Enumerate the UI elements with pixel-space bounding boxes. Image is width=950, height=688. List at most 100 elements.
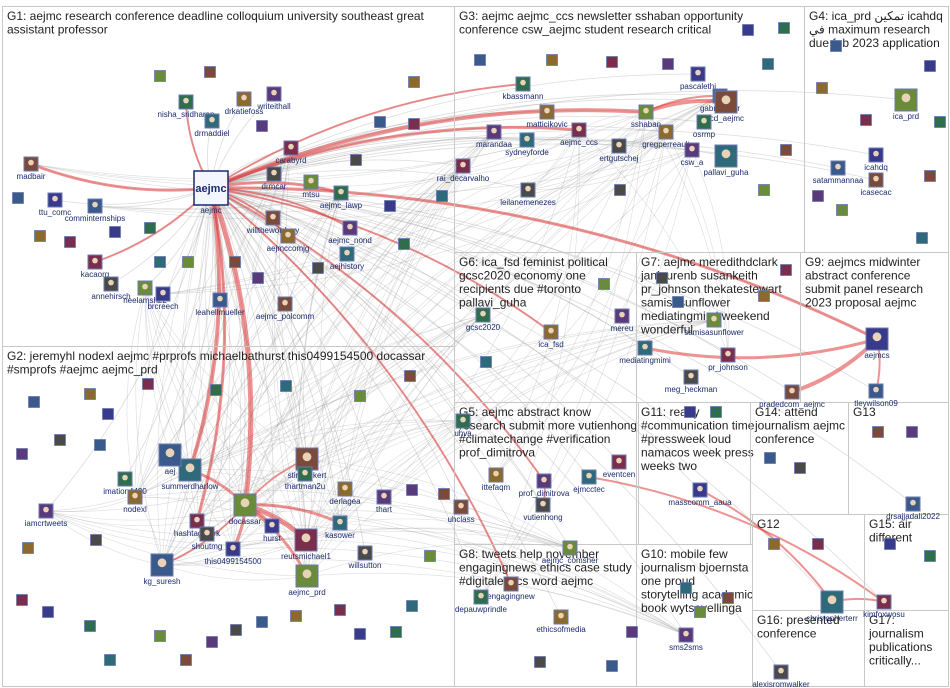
- node-avatar[interactable]: [256, 120, 268, 132]
- node-carabyrd[interactable]: carabyrd: [275, 140, 307, 165]
- node-avatar[interactable]: [350, 154, 362, 166]
- node-avatar[interactable]: [598, 278, 610, 290]
- node-derlagea[interactable]: derlagea: [329, 481, 361, 506]
- node-avatar[interactable]: [768, 538, 780, 550]
- node-hurst[interactable]: hurst: [263, 518, 282, 543]
- node-matticikovic[interactable]: matticikovic: [526, 104, 568, 129]
- node-avatar[interactable]: [758, 290, 770, 302]
- node-christopherterr[interactable]: christopherterr: [806, 590, 858, 623]
- node-thart[interactable]: thart: [376, 489, 393, 514]
- node-prof_dimitrova[interactable]: prof_dimitrova: [519, 473, 570, 498]
- node-avatar[interactable]: [64, 236, 76, 248]
- node-ica_fsd[interactable]: ica_fsd: [538, 324, 564, 349]
- node-avatar[interactable]: [742, 24, 754, 36]
- node-nodexl[interactable]: nodexl: [123, 489, 147, 514]
- node-sshaban[interactable]: sshaban: [631, 104, 661, 129]
- node-pradedcom_aejmc[interactable]: pradedcom_aejmc: [759, 384, 825, 409]
- node-avatar[interactable]: [354, 390, 366, 402]
- node-avatar[interactable]: [534, 656, 546, 668]
- node-avatar[interactable]: [16, 448, 28, 460]
- node-kbassmann[interactable]: kbassmann: [503, 76, 544, 101]
- node-avatar[interactable]: [280, 380, 292, 392]
- node-avatar[interactable]: [934, 116, 946, 128]
- node-uhclass[interactable]: uhclass: [447, 499, 475, 524]
- node-avatar[interactable]: [474, 54, 486, 66]
- node-aejmc_polcomm[interactable]: aejmc_polcomm: [256, 296, 315, 321]
- node-aejmc_comsher[interactable]: aejmc_comsher: [542, 540, 599, 565]
- node-avatar[interactable]: [84, 620, 96, 632]
- node-avatar[interactable]: [230, 624, 242, 636]
- node-avatar[interactable]: [710, 406, 722, 418]
- node-masscomm_aaua[interactable]: masscomm_aaua: [668, 482, 732, 507]
- node-kg_suresh[interactable]: kg_suresh: [144, 553, 181, 586]
- node-leahellmueller[interactable]: leahellmueller: [195, 292, 245, 317]
- node-tleywilson09[interactable]: tleywilson09: [854, 383, 898, 408]
- node-vutienhong[interactable]: vutienhong: [523, 497, 563, 522]
- node-avatar[interactable]: [626, 626, 638, 638]
- node-docassar[interactable]: docassar: [229, 493, 262, 526]
- node-brcreech[interactable]: brcreech: [147, 286, 179, 311]
- node-eventcen[interactable]: eventcen: [603, 454, 635, 479]
- node-avatar[interactable]: [916, 232, 928, 244]
- node-avatar[interactable]: [406, 600, 418, 612]
- node-avatar[interactable]: [109, 226, 121, 238]
- node-summerdharlow[interactable]: summerdharlow: [162, 458, 219, 491]
- node-gcsc2020[interactable]: gcsc2020: [466, 307, 501, 332]
- node-avatar[interactable]: [16, 594, 28, 606]
- node-avatar[interactable]: [764, 452, 776, 464]
- node-sydneyforde[interactable]: sydneyforde: [505, 132, 549, 157]
- node-aejhistory[interactable]: aejhistory: [330, 246, 364, 271]
- node-madbair[interactable]: madbair: [17, 156, 46, 181]
- node-avatar[interactable]: [84, 388, 96, 400]
- node-willthewordguy[interactable]: willthewordguy: [246, 210, 299, 235]
- node-avatar[interactable]: [256, 616, 268, 628]
- node-avatar[interactable]: [252, 272, 264, 284]
- node-avatar[interactable]: [408, 118, 420, 130]
- node-avatar[interactable]: [406, 484, 418, 496]
- node-drmaddiel[interactable]: drmaddiel: [194, 113, 230, 138]
- node-avatar[interactable]: [830, 40, 842, 52]
- node-avatar[interactable]: [102, 408, 114, 420]
- node-avatar[interactable]: [694, 606, 706, 618]
- node-avatar[interactable]: [812, 538, 824, 550]
- node-avatar[interactable]: [390, 626, 402, 638]
- node-avatar[interactable]: [680, 582, 692, 594]
- node-avatar[interactable]: [816, 82, 828, 94]
- node-ertgutschej[interactable]: ertgutschej: [599, 138, 639, 163]
- node-icasecac[interactable]: icasecac: [860, 172, 892, 197]
- node-mtsu[interactable]: mtsu: [302, 174, 320, 199]
- node-icahdq[interactable]: icahdq: [864, 147, 888, 172]
- node-alexisromwalker[interactable]: alexisromwalker: [752, 664, 810, 688]
- node-willsutton[interactable]: willsutton: [348, 545, 382, 570]
- node-avatar[interactable]: [12, 192, 24, 204]
- node-imation4430[interactable]: imation4430: [103, 471, 147, 496]
- node-this0499154500[interactable]: this0499154500: [205, 541, 262, 566]
- node-aejmc_lawp[interactable]: aejmc_lawp: [320, 185, 363, 210]
- node-avatar[interactable]: [154, 70, 166, 82]
- node-avatar[interactable]: [924, 550, 936, 562]
- node-osrmp[interactable]: osrmp: [693, 114, 716, 139]
- node-aejmc_prd[interactable]: aejmc_prd: [288, 564, 326, 597]
- node-avatar[interactable]: [142, 378, 154, 390]
- node-ejmcctec[interactable]: ejmcctec: [573, 469, 605, 494]
- node-avatar[interactable]: [404, 370, 416, 382]
- node-avatar[interactable]: [794, 462, 806, 474]
- node-avatar[interactable]: [28, 396, 40, 408]
- node-iamcrtweets[interactable]: iamcrtweets: [25, 503, 68, 528]
- node-avatar[interactable]: [398, 238, 410, 250]
- node-avatar[interactable]: [860, 114, 872, 126]
- node-avatar[interactable]: [210, 384, 222, 396]
- node-neelamsh22[interactable]: neelamsh22: [123, 280, 167, 305]
- node-aejmc_nond[interactable]: aejmc_nond: [328, 220, 372, 245]
- node-aejmccomjg[interactable]: aejmccomjg: [267, 228, 310, 253]
- node-samisasunflower[interactable]: samisasunflower: [684, 312, 744, 337]
- node-avatar[interactable]: [384, 200, 396, 212]
- node-annehirsch[interactable]: annehirsch: [91, 276, 131, 301]
- node-avatar[interactable]: [182, 256, 194, 268]
- node-avatar[interactable]: [354, 628, 366, 640]
- node-avatar[interactable]: [884, 538, 896, 550]
- node-ittefaqm[interactable]: ittefaqm: [482, 467, 511, 492]
- node-avatar[interactable]: [906, 426, 918, 438]
- node-avatar[interactable]: [614, 184, 626, 196]
- node-comminternships[interactable]: comminternships: [65, 198, 125, 223]
